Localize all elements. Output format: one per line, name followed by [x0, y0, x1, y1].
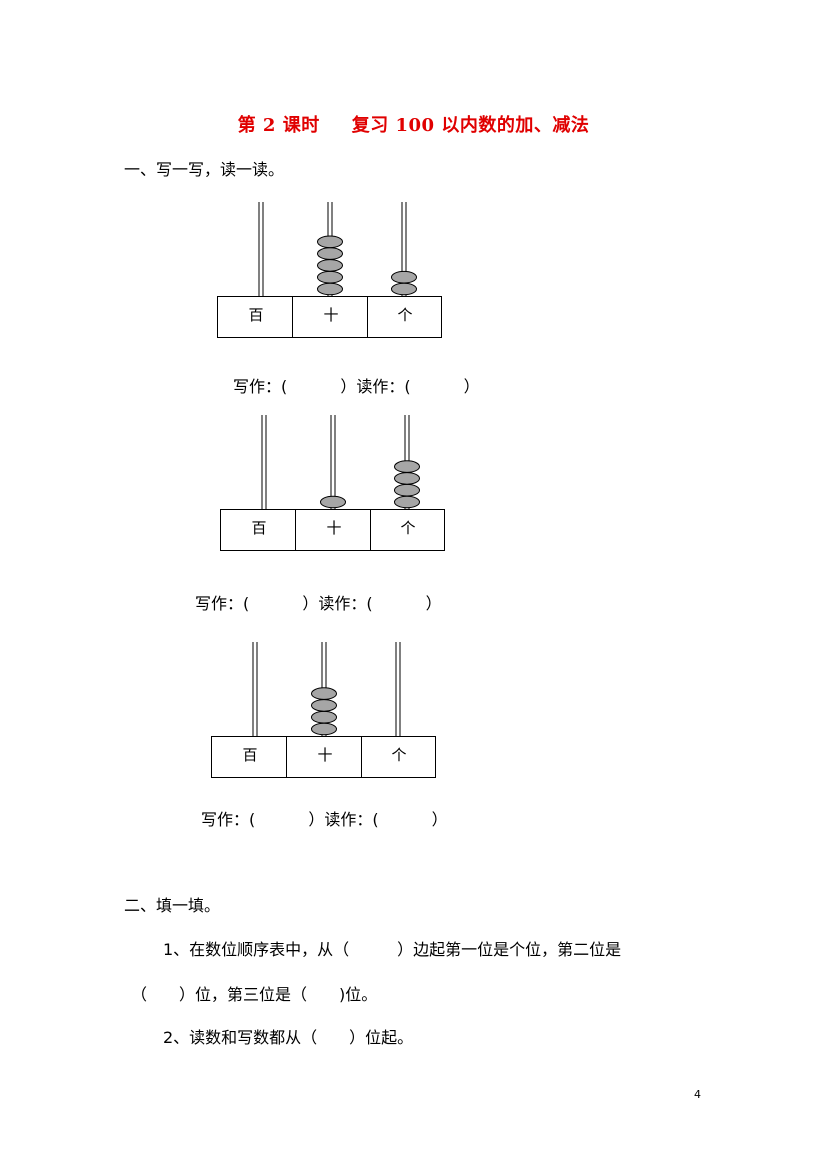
lesson-number: 第 2 课时: [237, 115, 320, 136]
bead-tens-1: [311, 722, 337, 736]
bead-tens-1: [320, 495, 346, 509]
abacus-3-ones-label: 个: [391, 746, 407, 764]
bead-ones-1: [391, 282, 417, 296]
bead-tens-4: [317, 247, 343, 260]
bead-tens-2: [317, 270, 343, 284]
page-number: 4: [694, 1088, 701, 1101]
page-title: 第 2 课时 复习 100 以内数的加、减法: [0, 111, 827, 137]
question-1-line-2: （ ）位，第三位是（ )位。: [131, 985, 378, 1004]
question-2: 2、读数和写数都从（ ）位起。: [163, 1028, 414, 1047]
question-1-line-1: 1、在数位顺序表中，从（ ）边起第一位是个位，第二位是: [163, 940, 622, 959]
abacus-2-tens-label: 十: [326, 519, 342, 537]
bead-ones-4: [394, 460, 420, 473]
tens-cell: [286, 736, 362, 778]
abacus-1: 百 十 个: [217, 200, 447, 340]
abacus-2-drawing: [220, 415, 445, 551]
bead-ones-3: [394, 472, 420, 485]
abacus-3-drawing: [211, 642, 436, 778]
hundreds-cell: [217, 296, 293, 338]
ones-cell: [367, 296, 442, 338]
bead-tens-1: [317, 282, 343, 296]
abacus-2: 百 十 个: [220, 413, 450, 553]
abacus-1-drawing: [217, 202, 442, 338]
ones-cell: [361, 736, 436, 778]
abacus-3-tens-label: 十: [317, 746, 333, 764]
bead-tens-3: [317, 259, 343, 272]
tens-cell: [295, 509, 371, 551]
lesson-topic: 复习 100 以内数的加、减法: [351, 115, 590, 136]
abacus-2-ones-label: 个: [400, 519, 416, 537]
abacus-1-tens-label: 十: [323, 306, 339, 324]
bead-tens-2: [311, 710, 337, 724]
abacus-3: 百 十 个: [211, 640, 441, 780]
bead-tens-5: [317, 235, 343, 249]
abacus-1-hundreds-label: 百: [248, 306, 264, 324]
abacus-1-ones-label: 个: [397, 306, 413, 324]
section-2-heading: 二、填一填。: [124, 896, 221, 915]
section-1-heading: 一、写一写，读一读。: [124, 160, 285, 179]
abacus-3-write-read-line: 写作：( ）读作：( ）: [201, 810, 448, 829]
bead-tens-3: [311, 699, 337, 712]
bead-tens-4: [311, 687, 337, 700]
abacus-3-hundreds-label: 百: [242, 746, 258, 764]
abacus-2-hundreds-label: 百: [251, 519, 267, 537]
bead-ones-2: [391, 270, 417, 284]
abacus-1-write-read-line: 写作：( ）读作：( ）: [233, 377, 480, 396]
bead-ones-2: [394, 483, 420, 497]
bead-ones-1: [394, 495, 420, 509]
abacus-2-write-read-line: 写作：( ）读作：( ）: [195, 594, 442, 613]
ones-cell: [370, 509, 445, 551]
